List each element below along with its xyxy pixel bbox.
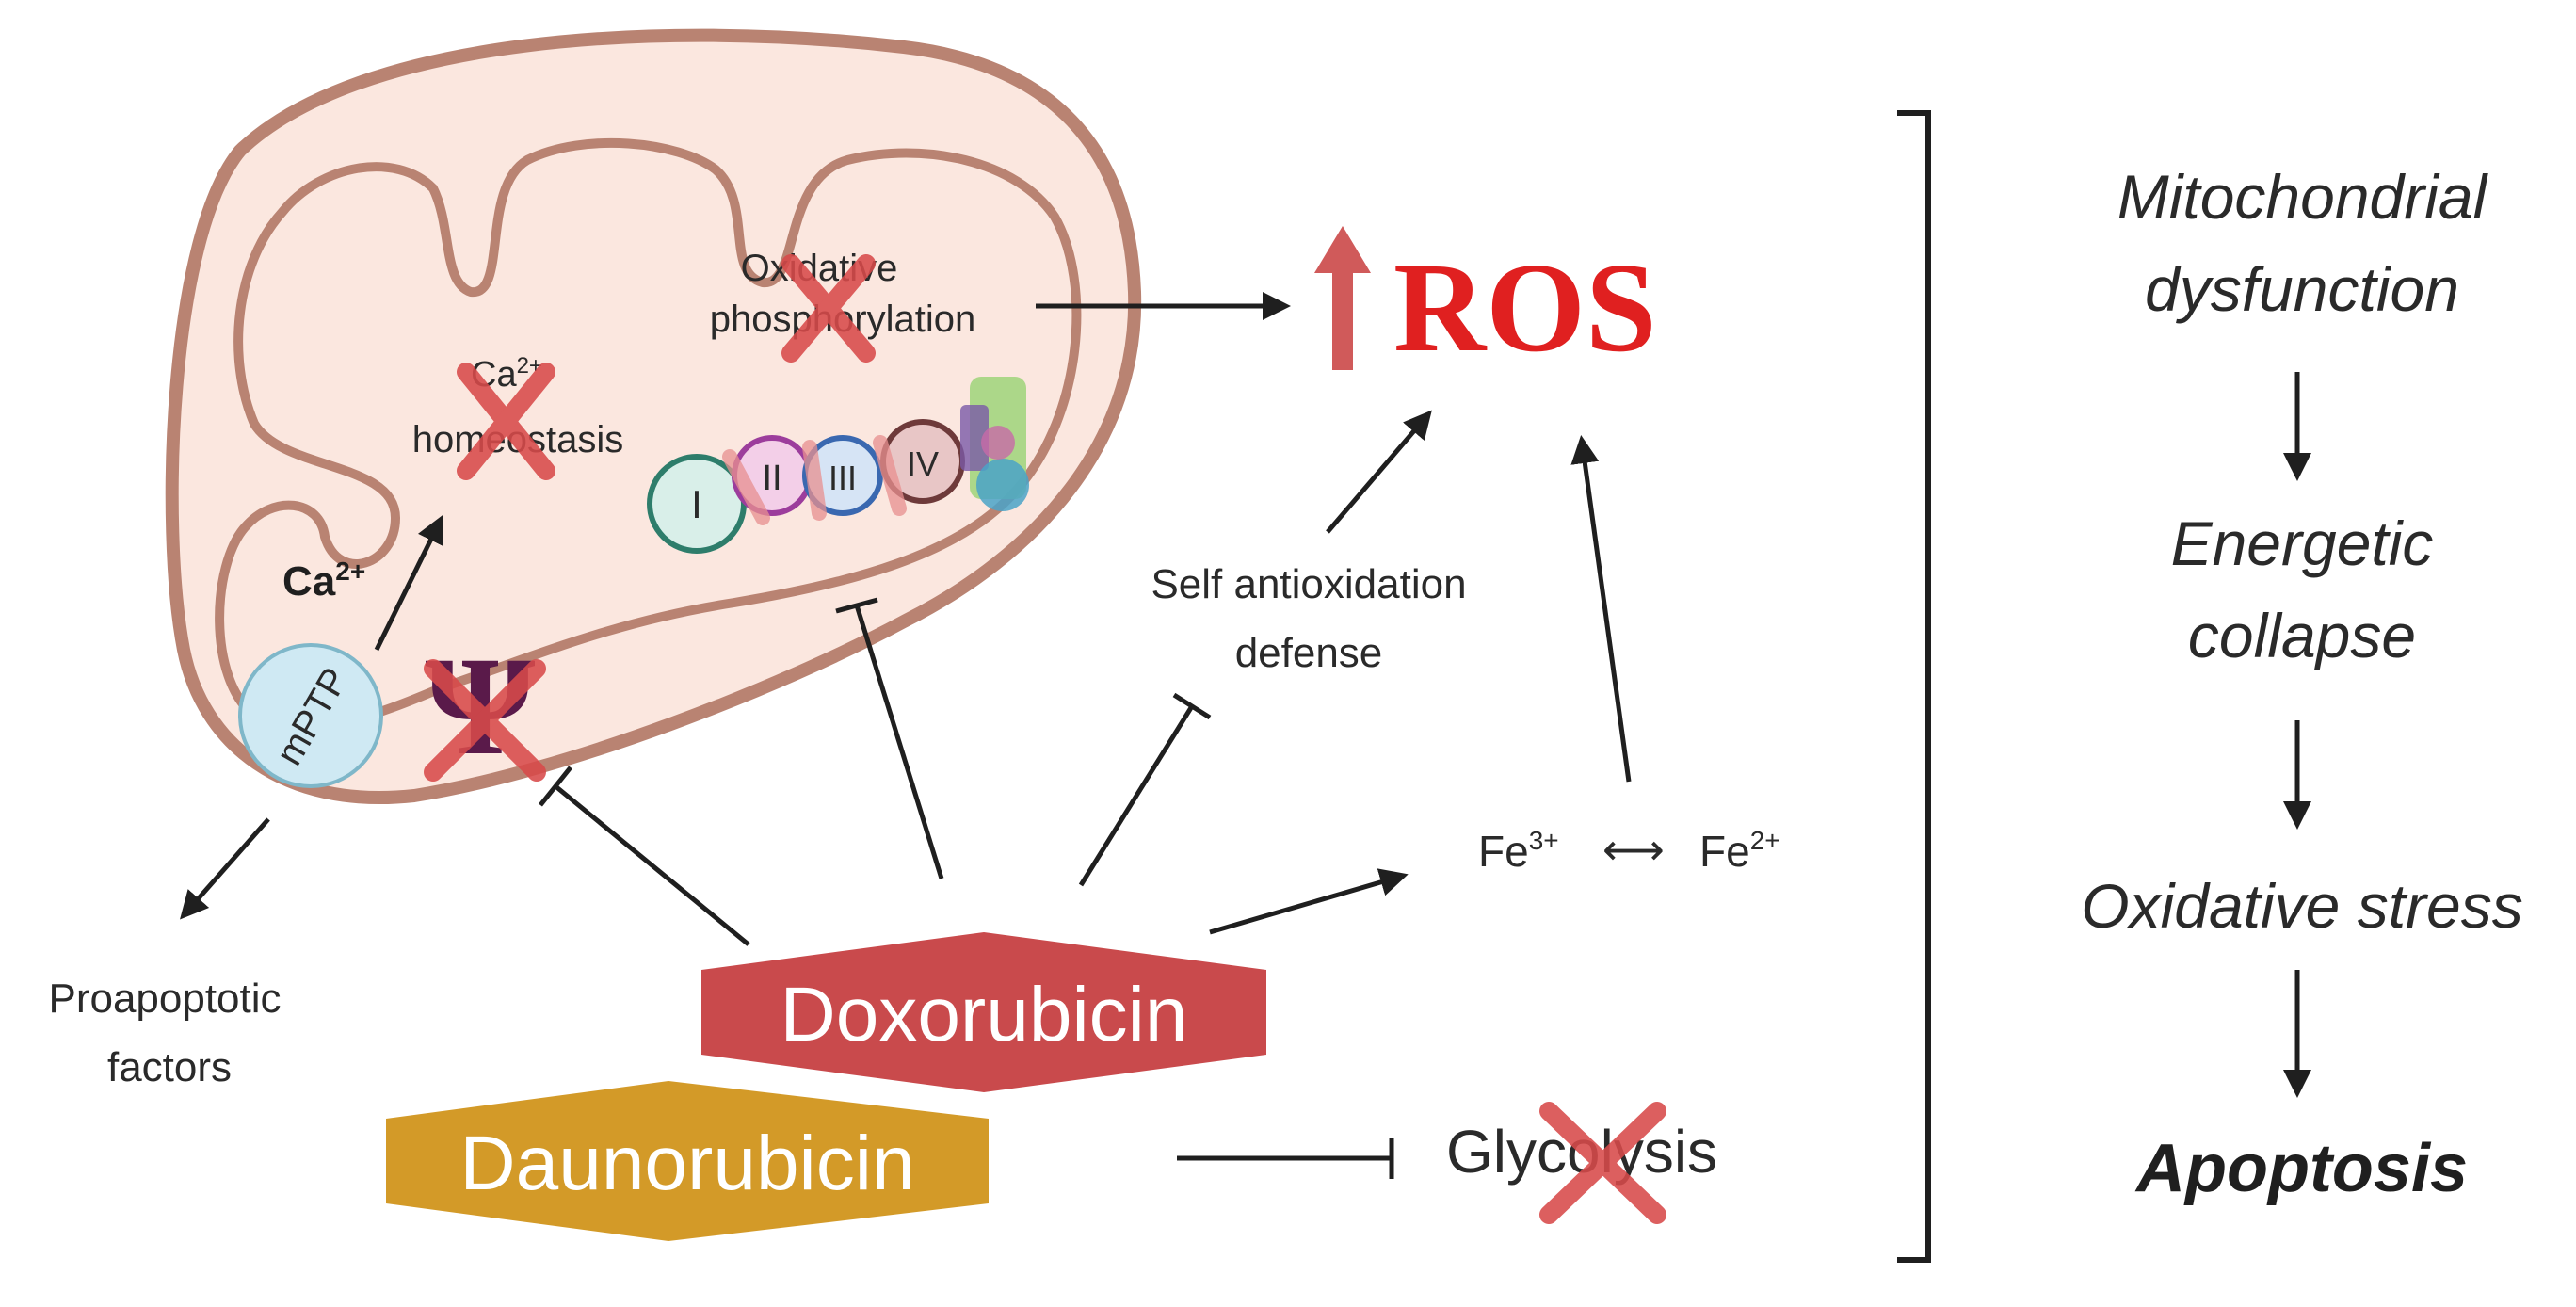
grouping-bracket [1897,110,1931,1263]
cascade-step-3: Oxidative stress [2081,871,2522,941]
proapoptotic-release-arrow [180,817,270,920]
iron-fe2-label: Fe2+ [1699,826,1780,876]
membrane-potential-cross-icon [424,659,546,782]
iron-interconversion-arrow-icon: ⟷ [1602,825,1665,874]
mitochondrion: Oxidative phosphorylation Ca2+ homeostas… [165,28,1142,804]
atp-synthase-icon [960,377,1029,511]
daunorubicin-label: Daunorubicin [459,1121,914,1206]
doxorubicin-to-iron-arrow [1209,868,1409,935]
proapoptotic-label-line1: Proapoptotic [48,976,281,1022]
proapoptotic-label-line2: factors [107,1044,232,1090]
cascade-step-1-line2: dysfunction [2145,254,2459,324]
electron-transport-chain: I II III IV [647,377,1029,554]
iron-to-ros-arrow [1570,435,1632,783]
etc-cross-marks [722,435,907,525]
cascade-step-2-line1: Energetic [2171,508,2434,578]
antioxidant-label-line1: Self antioxidation [1151,561,1466,607]
antioxidant-to-ros-arrow [1326,410,1432,534]
ros-increase-arrow-icon [1314,226,1371,370]
mitochondrion-outer-membrane [165,28,1142,804]
glycolysis-cross-icon [1539,1102,1666,1224]
ca-influx-arrow [374,514,443,652]
ros-label: ROS [1393,237,1657,379]
cascade-step-1-line1: Mitochondrial [2117,162,2489,232]
ca-homeostasis-cross-icon [457,363,555,480]
ca-ion-label: Ca2+ [282,557,365,605]
doxorubicin-label: Doxorubicin [781,972,1188,1057]
complex-iii-label: III [829,459,857,497]
consequence-cascade: Mitochondrial dysfunction Energetic coll… [2081,162,2522,1206]
antioxidant-label-line2: defense [1235,630,1383,676]
complex-ii-label: II [762,459,781,498]
complex-iv-label: IV [907,444,939,483]
cascade-step-2-line2: collapse [2188,601,2416,670]
complex-i-label: I [691,482,702,526]
mptp-pore [238,643,383,788]
drug-inhibition-lines [539,597,1394,1179]
doxorubicin-shape [701,932,1266,1092]
iron-fe3-label: Fe3+ [1478,826,1559,876]
daunorubicin-shape [386,1081,989,1241]
cascade-final-apoptosis: Apoptosis [2134,1131,2468,1206]
oxphos-cross-icon [781,254,876,363]
